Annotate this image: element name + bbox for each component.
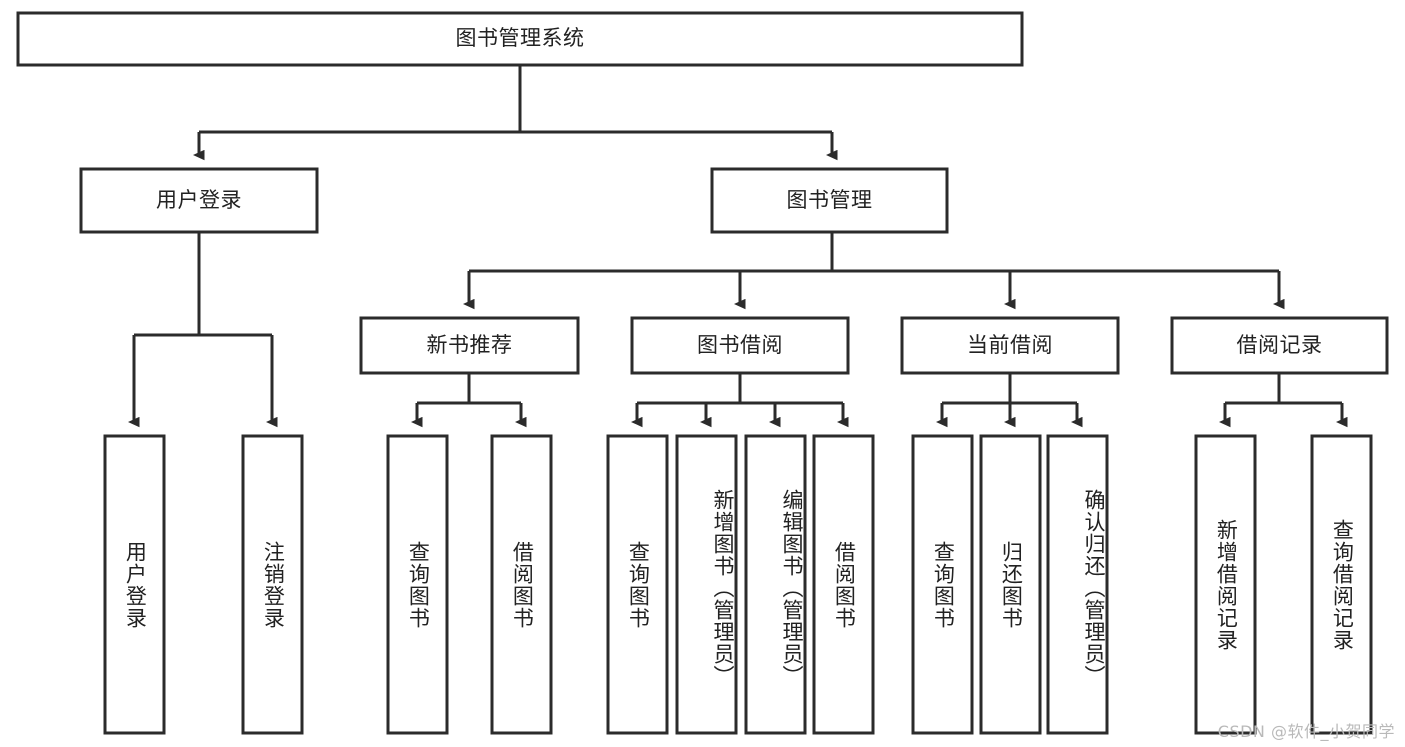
leaf-box-bookborrow-4[interactable] [812,434,875,735]
leaf-box-bookborrow-2[interactable] [675,434,738,735]
connector-userlogin-to-leaves [128,232,278,428]
leaf-box-user-login-1[interactable] [103,434,166,735]
leaf-box-currentborrow-3[interactable] [1046,434,1109,735]
leaf-box-borrowrecord-2[interactable] [1310,434,1373,735]
connector-root-to-level2 [193,65,838,161]
node-box-new-book-recommend[interactable] [359,316,580,375]
leaf-box-newbook-2[interactable] [490,434,553,735]
leaf-box-currentborrow-2[interactable] [979,434,1042,735]
connector-currentborrow-to-leaves [936,373,1083,428]
connector-newbook-to-leaves [411,373,527,428]
leaf-box-bookborrow-3[interactable] [744,434,807,735]
leaf-box-newbook-1[interactable] [386,434,449,735]
node-box-root[interactable] [16,11,1024,67]
connector-bookborrow-to-leaves [631,373,849,428]
node-box-borrow-record[interactable] [1170,316,1389,375]
node-box-user-login[interactable] [79,167,319,234]
leaf-box-user-login-2[interactable] [241,434,304,735]
leaf-box-currentborrow-1[interactable] [911,434,974,735]
node-box-book-management[interactable] [710,167,949,234]
leaf-box-bookborrow-1[interactable] [606,434,669,735]
connector-bookmgmt-to-level3 [463,232,1285,310]
node-box-book-borrow[interactable] [630,316,850,375]
leaf-box-borrowrecord-1[interactable] [1194,434,1257,735]
connector-borrowrecord-to-leaves [1219,373,1348,428]
csdn-watermark: CSDN @软件_小贺同学 [1217,722,1395,741]
node-box-current-borrow[interactable] [900,316,1120,375]
